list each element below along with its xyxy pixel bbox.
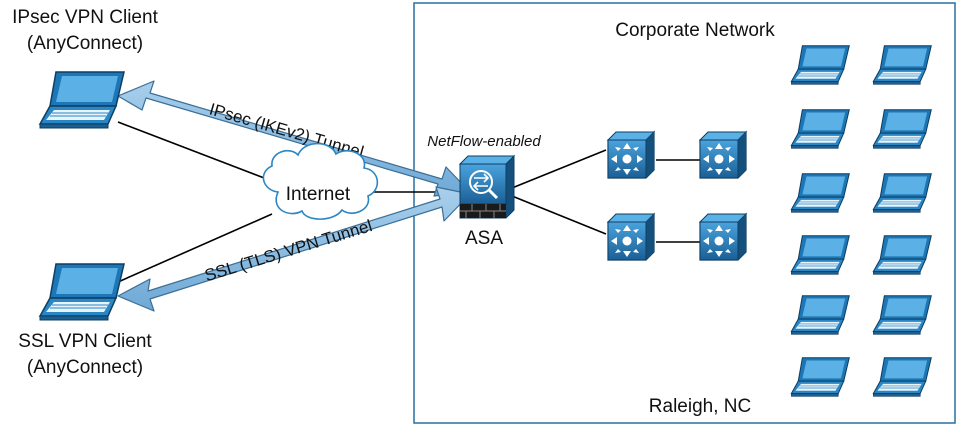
ssl-client-label-line1: SSL VPN Client (18, 331, 152, 352)
corporate-laptops (790, 45, 932, 397)
ipsec-client-label-line2: (AnyConnect) (26, 33, 144, 54)
ssl-tunnel-label: SSL (TLS) VPN Tunnel (202, 216, 374, 285)
ipsec-client-to-internet-line (117, 121, 273, 182)
asa-label: ASA (465, 228, 503, 249)
laptop-icon (790, 173, 850, 213)
laptop-icon (872, 109, 932, 149)
laptop-icon (790, 235, 850, 275)
laptop-icon (872, 357, 932, 397)
ipsec-client-label-line1: IPsec VPN Client (12, 7, 158, 28)
laptop-icon (872, 173, 932, 213)
switch-icon (607, 213, 655, 261)
asa-firewall-icon (458, 154, 516, 219)
corporate-network-title: Corporate Network (615, 20, 775, 41)
internet-cloud-icon (262, 142, 379, 220)
asa-to-switch2-line (511, 195, 607, 235)
laptop-icon (872, 295, 932, 335)
asa-to-switch1-line (511, 149, 607, 189)
laptop-icon (790, 109, 850, 149)
internet-label: Internet (286, 184, 351, 205)
location-label: Raleigh, NC (648, 396, 752, 417)
laptop-icon (872, 45, 932, 85)
ssl-client-to-internet-line (117, 213, 273, 283)
switch-icon (699, 131, 747, 179)
laptop-icon (790, 295, 850, 335)
switch-icon (607, 131, 655, 179)
ipsec-client-laptop-icon (39, 71, 125, 129)
ssl-client-label-line2: (AnyConnect) (26, 357, 144, 378)
asa-feature-label: NetFlow-enabled (427, 133, 541, 150)
ssl-client-laptop-icon (39, 263, 125, 321)
laptop-icon (790, 45, 850, 85)
switch-icon (699, 213, 747, 261)
laptop-icon (872, 235, 932, 275)
laptop-icon (790, 357, 850, 397)
